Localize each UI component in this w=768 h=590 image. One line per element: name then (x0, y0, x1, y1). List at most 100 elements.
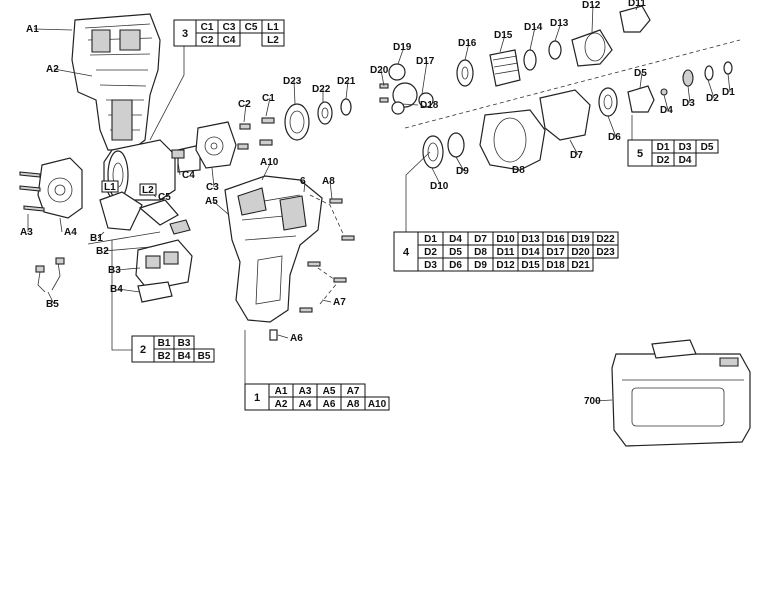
leader-d5 (639, 72, 643, 89)
wire-leads (35, 257, 65, 293)
table-cell: D12 (496, 260, 515, 271)
part-label-d14: D14 (524, 22, 543, 33)
leader-d16 (464, 42, 470, 61)
table-cell: A7 (347, 386, 360, 397)
table-cell: D10 (496, 234, 515, 245)
part-label-a1: A1 (26, 24, 39, 35)
table-cell: D2 (424, 247, 437, 258)
part-label-a7: A7 (333, 297, 346, 308)
group-number: 3 (182, 28, 188, 40)
leader-a5 (212, 200, 229, 215)
leader-d2 (707, 79, 715, 99)
leader-d20 (380, 69, 385, 87)
part-label-b4: B4 (110, 284, 123, 295)
table-cell: A4 (299, 399, 312, 410)
table-cell: D7 (474, 234, 487, 245)
leader-b2 (103, 246, 151, 252)
table-cell: D6 (449, 260, 462, 271)
motor-assembly (103, 139, 201, 201)
table-cell: D5 (701, 142, 714, 153)
table-cell: B1 (158, 338, 171, 349)
gearbox-parts (284, 5, 741, 171)
part-label-d6: D6 (608, 132, 621, 143)
leader-c1 (265, 97, 271, 117)
leader-d7 (569, 139, 579, 156)
rear-cap (19, 157, 83, 219)
group-number: 4 (403, 247, 410, 259)
part-label-d15: D15 (494, 30, 513, 41)
part-label-a6: A6 (290, 333, 303, 344)
trigger-switch (135, 239, 193, 291)
table-cell: A3 (299, 386, 312, 397)
part-label-d3: D3 (682, 98, 695, 109)
clip-a8 (309, 194, 355, 241)
group-number: 5 (637, 148, 643, 160)
leader-b5 (47, 291, 55, 305)
table-cell: D22 (596, 234, 615, 245)
part-label-d23: D23 (283, 76, 302, 87)
leader-c3 (211, 167, 215, 188)
screws-a7 (299, 261, 347, 313)
table-cell: D11 (497, 247, 515, 258)
table-cell: D1 (424, 234, 437, 245)
table-cell: A10 (368, 399, 387, 410)
leader-d23 (293, 80, 296, 105)
leader-a8 (329, 180, 333, 200)
table-cell: C2 (201, 35, 214, 46)
part-label-d16: D16 (458, 38, 477, 49)
table-cell: L1 (267, 22, 279, 33)
part-label-a5: A5 (205, 196, 218, 207)
part-label-d7: D7 (570, 150, 583, 161)
leader-b3 (115, 267, 141, 271)
table-cell: D5 (449, 247, 462, 258)
leader-6 (303, 180, 306, 193)
part-label-d1: D1 (722, 87, 735, 98)
part-label-d2: D2 (706, 93, 719, 104)
table-cell: B2 (158, 351, 171, 362)
part-label-b2: B2 (96, 246, 109, 257)
table-cell: A6 (323, 399, 336, 410)
part-label-c2: C2 (238, 99, 251, 110)
part-label-a10: A10 (260, 157, 279, 168)
leader-d14 (529, 26, 536, 51)
leader-d15 (499, 34, 506, 53)
table-cell: D19 (571, 234, 590, 245)
part-label-a4: A4 (64, 227, 77, 238)
leader-d21 (345, 80, 349, 100)
label-box-l2 (139, 183, 157, 196)
part-label-l2: L2 (142, 185, 154, 196)
part-label-c1: C1 (262, 93, 275, 104)
part-label-d18: D18 (420, 100, 439, 111)
part-label-d21: D21 (337, 76, 356, 87)
main-housing-right (224, 175, 323, 323)
part-label-d4: D4 (660, 105, 673, 116)
table-cell: D20 (571, 247, 590, 258)
part-label-a8: A8 (322, 176, 335, 187)
table-cell: B3 (178, 338, 191, 349)
table-cell: B4 (178, 351, 191, 362)
part-label-d5: D5 (634, 68, 647, 79)
table-cell: A2 (275, 399, 288, 410)
leader-d12 (591, 4, 594, 33)
part-label-700: 700 (584, 396, 601, 407)
table-cell: D15 (521, 260, 540, 271)
leader-d9 (455, 156, 465, 172)
table-cell: D8 (474, 247, 487, 258)
part-label-d10: D10 (430, 181, 449, 192)
group-number: 1 (254, 392, 260, 404)
leader-d11 (635, 2, 640, 11)
switch-connector (137, 281, 173, 303)
table-cell: D1 (657, 142, 670, 153)
housing-half-left (71, 13, 161, 151)
leader-d4 (663, 94, 669, 111)
table-cell: C1 (201, 22, 214, 33)
leader-a2 (53, 68, 93, 77)
leader-a1 (33, 28, 73, 31)
leader-d13 (554, 22, 562, 42)
table-cell: D18 (546, 260, 565, 271)
leader-700 (594, 399, 613, 402)
